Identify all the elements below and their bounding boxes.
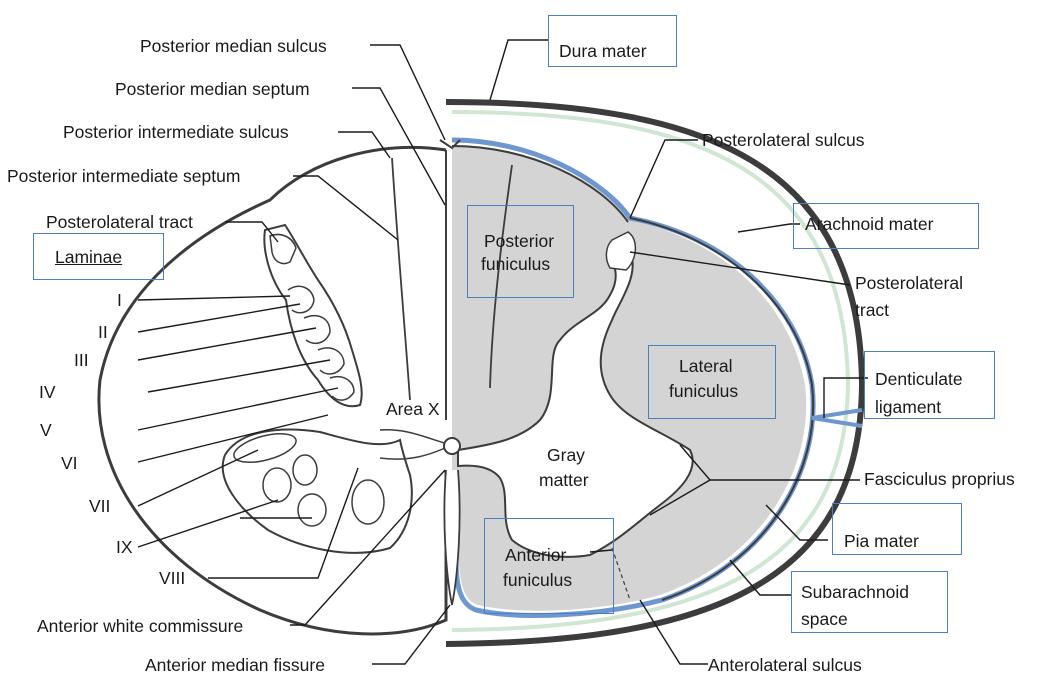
label-posterior-funiculus-1: Posterior [484, 231, 554, 252]
label-posterior-intermediate-sulcus: Posterior intermediate sulcus [63, 122, 289, 143]
leader-posterior-median-sulcus [370, 45, 445, 140]
label-lamina-v: V [40, 420, 52, 441]
label-lamina-iv: IV [39, 382, 56, 403]
label-posterolateral-sulcus: Posterolateral sulcus [702, 130, 864, 151]
label-denticulate-ligament-2: ligament [875, 397, 941, 418]
label-posterior-funiculus-2: funiculus [481, 254, 550, 275]
label-subarachnoid-space-2: space [801, 609, 848, 630]
label-lamina-vi: VI [61, 453, 78, 474]
label-lateral-funiculus-2: funiculus [669, 381, 738, 402]
label-pia-mater: Pia mater [844, 531, 919, 552]
label-posterolateral-tract-right-2: tract [855, 300, 889, 321]
label-anterior-funiculus-1: Anterior [505, 545, 566, 566]
denticulate-ligament-shape [812, 410, 862, 426]
label-posterolateral-tract-right-1: Posterolateral [855, 273, 963, 294]
label-fasciculus-proprius: Fasciculus proprius [864, 469, 1015, 490]
label-gray-matter-1: Gray [547, 445, 585, 466]
label-lamina-viii: VIII [159, 568, 185, 589]
label-gray-matter-2: matter [539, 470, 589, 491]
label-lamina-i: I [117, 290, 122, 311]
leader-posterolateral-sulcus [630, 140, 698, 218]
label-laminae: Laminae [55, 247, 122, 268]
label-area-x: Area X [386, 399, 440, 420]
label-lamina-vii: VII [89, 496, 110, 517]
label-anterior-funiculus-2: funiculus [503, 570, 572, 591]
label-anterolateral-sulcus: Anterolateral sulcus [708, 655, 862, 676]
label-posterior-median-septum: Posterior median septum [115, 79, 310, 100]
label-arachnoid-mater: Arachnoid mater [805, 214, 933, 235]
label-posterolateral-tract-left: Posterolateral tract [46, 212, 193, 233]
label-anterior-median-fissure: Anterior median fissure [145, 655, 325, 676]
central-canal [444, 438, 460, 454]
label-anterior-white-commissure: Anterior white commissure [37, 616, 243, 637]
label-posterior-intermediate-septum: Posterior intermediate septum [7, 166, 240, 187]
label-lateral-funiculus-1: Lateral [679, 356, 733, 377]
leader-arachnoid-mater [738, 224, 800, 232]
label-denticulate-ligament-1: Denticulate [875, 369, 963, 390]
leader-dura-mater [490, 40, 548, 100]
label-dura-mater: Dura mater [559, 41, 647, 62]
label-lamina-ix: IX [116, 537, 133, 558]
label-lamina-ii: II [98, 322, 108, 343]
box-anterior-funiculus [484, 518, 614, 614]
label-subarachnoid-space-1: Subarachnoid [801, 582, 909, 603]
label-posterior-median-sulcus: Posterior median sulcus [140, 36, 327, 57]
label-lamina-iii: III [74, 350, 89, 371]
